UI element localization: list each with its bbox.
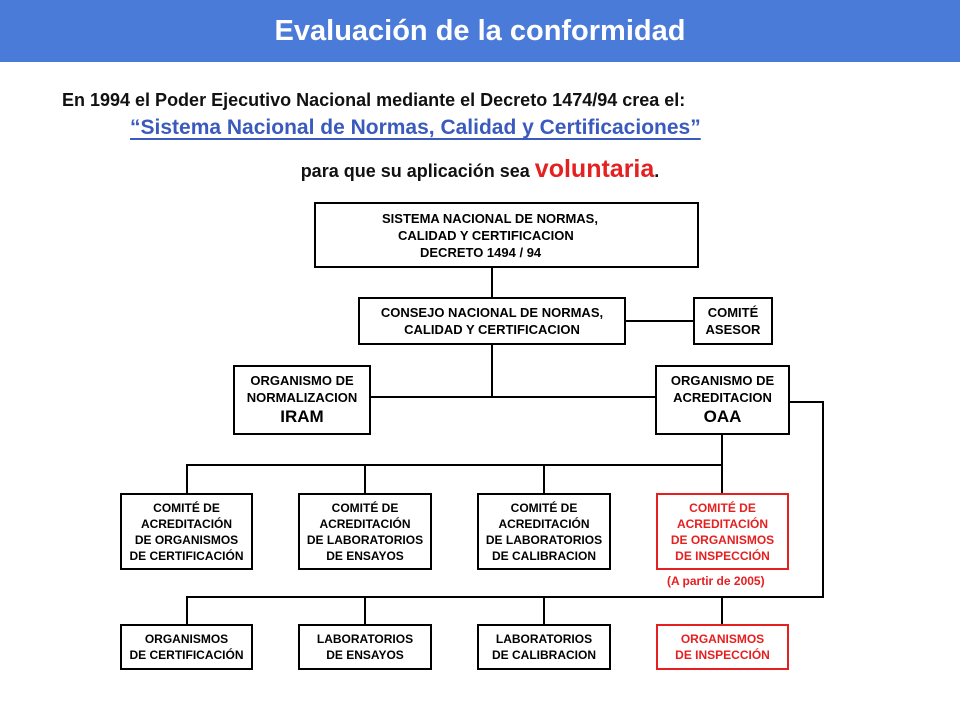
node-line: DE ORGANISMOS <box>670 532 775 547</box>
purpose-line: para que su aplicación sea voluntaria. <box>0 155 960 184</box>
node-line: LABORATORIOS <box>316 632 414 646</box>
node-line: COMITÉ DE <box>689 500 756 515</box>
connector-line <box>543 596 545 625</box>
node-line: ORGANISMO DE <box>670 373 775 388</box>
purpose-suffix: . <box>654 161 660 181</box>
node-line: COMITÉ DE <box>153 500 220 515</box>
connector-line <box>370 396 656 398</box>
node-line: DE LABORATORIOS <box>306 532 424 547</box>
connector-line <box>186 596 824 598</box>
node-line: DE INSPECCIÓN <box>675 548 770 563</box>
node-line: ACREDITACIÓN <box>676 516 769 531</box>
since-note: (A partir de 2005) <box>667 574 765 588</box>
page-title: Evaluación de la conformidad <box>274 14 686 47</box>
node-comite-calibracion: COMITÉ DE ACREDITACIÓN DE LABORATORIOS D… <box>477 493 611 570</box>
node-line: CALIDAD Y CERTIFICACION <box>398 227 574 243</box>
node-line: COMITÉ <box>707 305 759 320</box>
node-line: DE INSPECCIÓN <box>675 648 770 662</box>
node-line: ORGANISMO DE <box>250 373 354 388</box>
intro-line: En 1994 el Poder Ejecutivo Nacional medi… <box>62 90 686 110</box>
node-organismos-inspeccion: ORGANISMOS DE INSPECCIÓN <box>656 624 789 670</box>
purpose-highlight: voluntaria <box>534 155 655 183</box>
node-comite-ensayos: COMITÉ DE ACREDITACIÓN DE LABORATORIOS D… <box>298 493 432 570</box>
node-organismo-normalizacion: ORGANISMO DE NORMALIZACION IRAM <box>233 365 371 435</box>
connector-line <box>364 596 366 625</box>
node-line: DE ORGANISMOS <box>134 532 239 547</box>
node-line: NORMALIZACION <box>246 390 358 405</box>
connector-line <box>186 464 723 466</box>
node-line: ORGANISMOS <box>680 632 765 646</box>
node-line: COMITÉ DE <box>331 500 399 515</box>
node-laboratorios-calibracion: LABORATORIOS DE CALIBRACION <box>477 624 611 670</box>
node-line: DE LABORATORIOS <box>485 532 603 547</box>
node-line: LABORATORIOS <box>495 632 593 646</box>
node-line: DE ENSAYOS <box>326 648 404 662</box>
connector-line <box>186 464 188 494</box>
node-line: DECRETO 1494 / 94 <box>420 244 542 260</box>
node-line: ACREDITACIÓN <box>498 516 590 531</box>
node-line: DE CERTIFICACIÓN <box>129 648 244 662</box>
node-line: COMITÉ DE <box>510 500 578 515</box>
connector-line <box>721 464 723 494</box>
node-line: ORGANISMOS <box>144 632 229 646</box>
node-line: DE CERTIFICACIÓN <box>129 548 244 563</box>
node-line: ASESOR <box>705 322 761 337</box>
node-comite-certificacion: COMITÉ DE ACREDITACIÓN DE ORGANISMOS DE … <box>120 493 253 570</box>
connector-line <box>543 464 545 494</box>
node-line: ACREDITACIÓN <box>319 516 411 531</box>
node-organismo-acreditacion: ORGANISMO DE ACREDITACION OAA <box>655 365 790 435</box>
connector-line <box>721 596 723 625</box>
node-acronym: IRAM <box>280 407 324 426</box>
node-organismos-certificacion: ORGANISMOS DE CERTIFICACIÓN <box>120 624 253 670</box>
node-sistema-nacional: SISTEMA NACIONAL DE NORMAS, CALIDAD Y CE… <box>314 202 699 268</box>
node-laboratorios-ensayos: LABORATORIOS DE ENSAYOS <box>298 624 432 670</box>
title-banner: Evaluación de la conformidad <box>0 0 960 62</box>
connector-line <box>625 320 694 322</box>
purpose-prefix: para que su aplicación sea <box>300 161 535 181</box>
node-consejo-nacional: CONSEJO NACIONAL DE NORMAS, CALIDAD Y CE… <box>358 297 626 345</box>
node-line: SISTEMA NACIONAL DE NORMAS, <box>382 210 598 226</box>
connector-line <box>491 268 493 299</box>
connector-line <box>721 434 723 465</box>
node-line: ACREDITACIÓN <box>140 516 233 531</box>
connector-line <box>822 401 824 597</box>
node-comite-asesor: COMITÉ ASESOR <box>693 297 773 345</box>
connector-line <box>491 345 493 397</box>
system-name-link: “Sistema Nacional de Normas, Calidad y C… <box>130 116 701 139</box>
node-line: CONSEJO NACIONAL DE NORMAS, <box>380 305 604 320</box>
connector-line <box>186 596 188 625</box>
node-line: DE ENSAYOS <box>326 548 404 563</box>
connector-line <box>364 464 366 494</box>
node-line: CALIDAD Y CERTIFICACION <box>404 322 580 337</box>
node-acronym: OAA <box>703 407 742 426</box>
connector-line <box>789 401 824 403</box>
node-comite-inspeccion: COMITÉ DE ACREDITACIÓN DE ORGANISMOS DE … <box>656 493 789 570</box>
node-line: ACREDITACION <box>673 390 772 405</box>
node-line: DE CALIBRACION <box>492 648 596 662</box>
node-line: DE CALIBRACION <box>492 548 596 563</box>
